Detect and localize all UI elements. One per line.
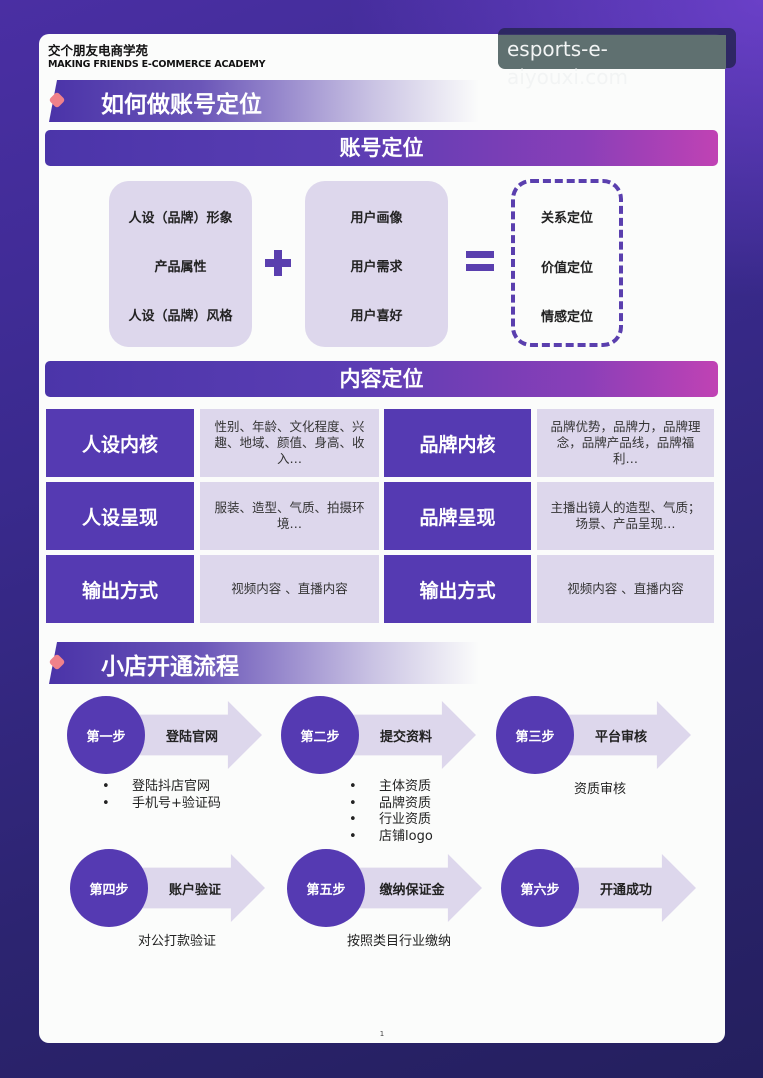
step-label: 提交资料 xyxy=(379,730,432,745)
brand-core-head: 品牌内核 xyxy=(384,409,531,477)
persona-output-head: 输出方式 xyxy=(46,555,194,623)
step-5: 第五步 缴纳保证金 xyxy=(287,849,487,929)
step-number-circle: 第二步 xyxy=(281,696,359,774)
note-item: 品牌资质 xyxy=(379,795,432,811)
brand-name-cn: 交个朋友电商学苑 xyxy=(48,43,149,58)
step-number-circle: 第五步 xyxy=(287,849,365,927)
brand-presentation-body: 主播出镜人的造型、气质；场景、产品呈现… xyxy=(537,482,714,550)
persona-presentation-head: 人设呈现 xyxy=(46,482,194,550)
section-banner-account-positioning: 如何做账号定位 xyxy=(49,80,479,122)
persona-presentation-body: 服装、造型、气质、拍摄环境… xyxy=(200,482,379,550)
step-6: 第六步 开通成功 xyxy=(501,849,701,929)
content-positioning-header: 内容定位 xyxy=(45,361,718,397)
step-number-circle: 第三步 xyxy=(496,696,574,774)
brand-presentation-head: 品牌呈现 xyxy=(384,482,531,550)
step-2-notes: •主体资质 •品牌资质 •行业资质 •店铺logo xyxy=(349,779,433,844)
box-item: 价值定位 xyxy=(540,261,593,276)
watermark-overlay: esports-e-aiyouxi.com xyxy=(498,28,736,89)
step-5-note: 按照类目行业缴纳 xyxy=(347,934,452,949)
step-2: 第二步 提交资料 xyxy=(281,696,481,776)
step-3-note: 资质审核 xyxy=(574,782,627,797)
persona-core-head: 人设内核 xyxy=(46,409,194,477)
user-attributes-box: 用户画像 用户需求 用户喜好 xyxy=(305,181,448,347)
brand-name-en: MAKING FRIENDS E-COMMERCE ACADEMY xyxy=(48,59,266,70)
step-number-circle: 第六步 xyxy=(501,849,579,927)
step-number-circle: 第一步 xyxy=(67,696,145,774)
box-item: 用户画像 xyxy=(350,211,403,226)
step-4: 第四步 账户验证 xyxy=(70,849,270,929)
step-label: 账户验证 xyxy=(168,883,221,898)
section-title: 如何做账号定位 xyxy=(101,92,262,118)
step-label: 登陆官网 xyxy=(165,730,218,745)
note-item: 店铺logo xyxy=(379,828,433,844)
persona-output-body: 视频内容 、直播内容 xyxy=(200,555,379,623)
positioning-result-box: 关系定位 价值定位 情感定位 xyxy=(511,179,623,347)
step-label: 缴纳保证金 xyxy=(379,883,445,898)
account-positioning-header: 账号定位 xyxy=(45,130,718,166)
note-item: 主体资质 xyxy=(379,779,432,794)
box-item: 用户喜好 xyxy=(350,309,403,324)
box-item: 用户需求 xyxy=(350,260,403,275)
box-item: 产品属性 xyxy=(154,260,207,275)
persona-attributes-box: 人设（品牌）形象 产品属性 人设（品牌）风格 xyxy=(109,181,252,347)
step-4-note: 对公打款验证 xyxy=(138,934,217,949)
brand-output-body: 视频内容 、直播内容 xyxy=(537,555,714,623)
step-label: 平台审核 xyxy=(594,730,647,745)
document-page: 交个朋友电商学苑 MAKING FRIENDS E-COMMERCE ACADE… xyxy=(39,34,725,1043)
section-banner-shop-opening: 小店开通流程 xyxy=(49,642,479,684)
box-item: 关系定位 xyxy=(540,211,593,226)
note-item: 手机号+验证码 xyxy=(132,795,221,811)
page-number: 1 xyxy=(379,1030,385,1038)
step-1-notes: •登陆抖店官网 •手机号+验证码 xyxy=(102,779,221,811)
note-item: 登陆抖店官网 xyxy=(132,779,211,794)
box-item: 人设（品牌）风格 xyxy=(128,309,233,324)
box-item: 情感定位 xyxy=(540,310,593,325)
note-item: 行业资质 xyxy=(379,812,432,827)
brand-core-body: 品牌优势，品牌力，品牌理念，品牌产品线，品牌福利… xyxy=(537,409,714,477)
box-item: 人设（品牌）形象 xyxy=(128,211,233,226)
section-title: 小店开通流程 xyxy=(101,654,239,680)
step-number-circle: 第四步 xyxy=(70,849,148,927)
step-3: 第三步 平台审核 xyxy=(496,696,696,776)
persona-core-body: 性别、年龄、文化程度、兴趣、地域、颜值、身高、收入… xyxy=(200,409,379,477)
watermark-text: esports-e-aiyouxi.com xyxy=(498,35,726,89)
step-label: 开通成功 xyxy=(599,883,652,898)
brand-output-head: 输出方式 xyxy=(384,555,531,623)
step-1: 第一步 登陆官网 xyxy=(67,696,267,776)
